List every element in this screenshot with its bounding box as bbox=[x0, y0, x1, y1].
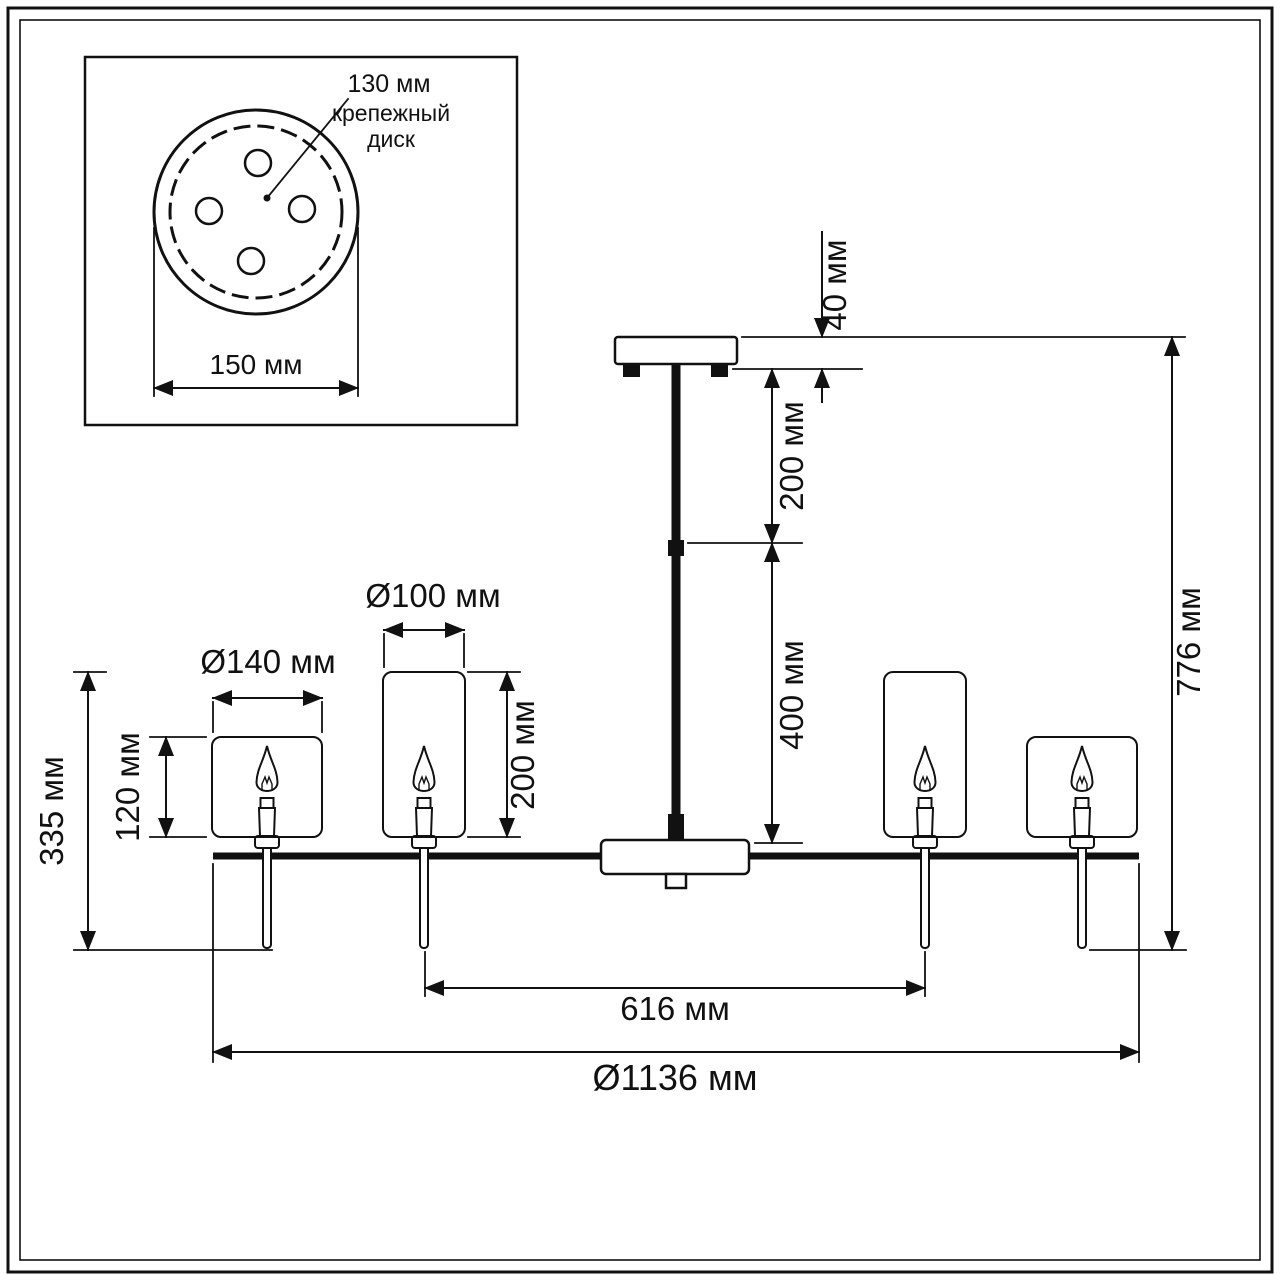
disc-outline bbox=[152, 108, 360, 316]
dim-total-height: 776 мм bbox=[1089, 336, 1207, 951]
dim-lower-rod-label: 400 мм bbox=[773, 640, 810, 750]
dim-disc-diameter: 130 мм bbox=[347, 70, 430, 98]
leader-line bbox=[265, 97, 350, 200]
dim-inner-span-label: 616 мм bbox=[620, 990, 730, 1027]
dim-outer-shade-height: 120 мм bbox=[109, 732, 207, 842]
mount-hole bbox=[236, 246, 266, 276]
mount-hole bbox=[243, 148, 273, 178]
dim-total-diameter-label: Ø1136 мм bbox=[593, 1057, 758, 1098]
inner-shade-left bbox=[382, 671, 466, 838]
dim-disc-width: 150 мм bbox=[153, 227, 359, 397]
dim-canopy-height-label: 40 мм bbox=[816, 239, 853, 330]
dim-inner-shade-height-label: 200 мм bbox=[504, 700, 541, 810]
dim-inner-shade-diameter-label: Ø100 мм bbox=[365, 577, 500, 614]
dim-inner-span: 616 мм bbox=[424, 951, 926, 1027]
inner-shade-right bbox=[883, 671, 967, 838]
dim-outer-shade-diameter: Ø140 мм bbox=[200, 643, 336, 733]
chandelier-side-view bbox=[211, 335, 1139, 949]
plate-foot-left bbox=[623, 364, 640, 377]
outer-shade-left bbox=[211, 736, 323, 838]
mount-hole bbox=[287, 194, 317, 224]
ceiling-plate bbox=[613, 335, 739, 366]
dim-inner-shade-diameter: Ø100 мм bbox=[365, 577, 501, 668]
disc-label-line2: диск bbox=[367, 126, 416, 152]
outer-frame bbox=[6, 6, 1274, 1274]
bolt-circle-dashed bbox=[168, 124, 344, 300]
dim-lamp-assembly-height-label: 335 мм bbox=[33, 756, 70, 866]
rod-coupling bbox=[668, 540, 684, 556]
mount-hole bbox=[194, 196, 224, 226]
plate-foot-right bbox=[711, 364, 728, 377]
candle-lamp bbox=[912, 745, 938, 949]
dim-disc-width-label: 150 мм bbox=[210, 349, 303, 380]
rod-sleeve bbox=[668, 814, 684, 840]
candle-lamp bbox=[411, 745, 437, 949]
outer-shade-right bbox=[1026, 736, 1138, 838]
dim-inner-shade-height: 200 мм bbox=[467, 671, 541, 838]
hub-finial bbox=[664, 872, 688, 890]
mounting-disc-inset: 130 мм крепежный диск 150 мм bbox=[83, 55, 519, 427]
dim-canopy-height: 40 мм bbox=[732, 231, 1186, 403]
dim-upper-rod: 200 мм bbox=[687, 368, 810, 544]
dim-lamp-assembly-height: 335 мм bbox=[33, 671, 273, 951]
dimension-annotations: 40 мм 200 мм 400 мм 776 мм Ø100 мм bbox=[33, 231, 1207, 1098]
dim-upper-rod-label: 200 мм bbox=[773, 401, 810, 511]
dim-outer-shade-diameter-label: Ø140 мм bbox=[200, 643, 335, 680]
inner-frame bbox=[19, 19, 1261, 1261]
disc-label-line1: крепежный bbox=[332, 100, 450, 126]
candle-lamp bbox=[1069, 745, 1095, 949]
central-hub bbox=[599, 838, 751, 876]
dim-total-height-label: 776 мм bbox=[1170, 587, 1207, 697]
dim-total-diameter: Ø1136 мм bbox=[212, 863, 1140, 1098]
candle-lamp bbox=[254, 745, 280, 949]
dim-outer-shade-height-label: 120 мм bbox=[109, 732, 146, 842]
rod-upper bbox=[671, 364, 681, 540]
inset-box bbox=[83, 55, 519, 427]
dim-lower-rod: 400 мм bbox=[754, 542, 810, 844]
rod-lower bbox=[671, 556, 681, 814]
